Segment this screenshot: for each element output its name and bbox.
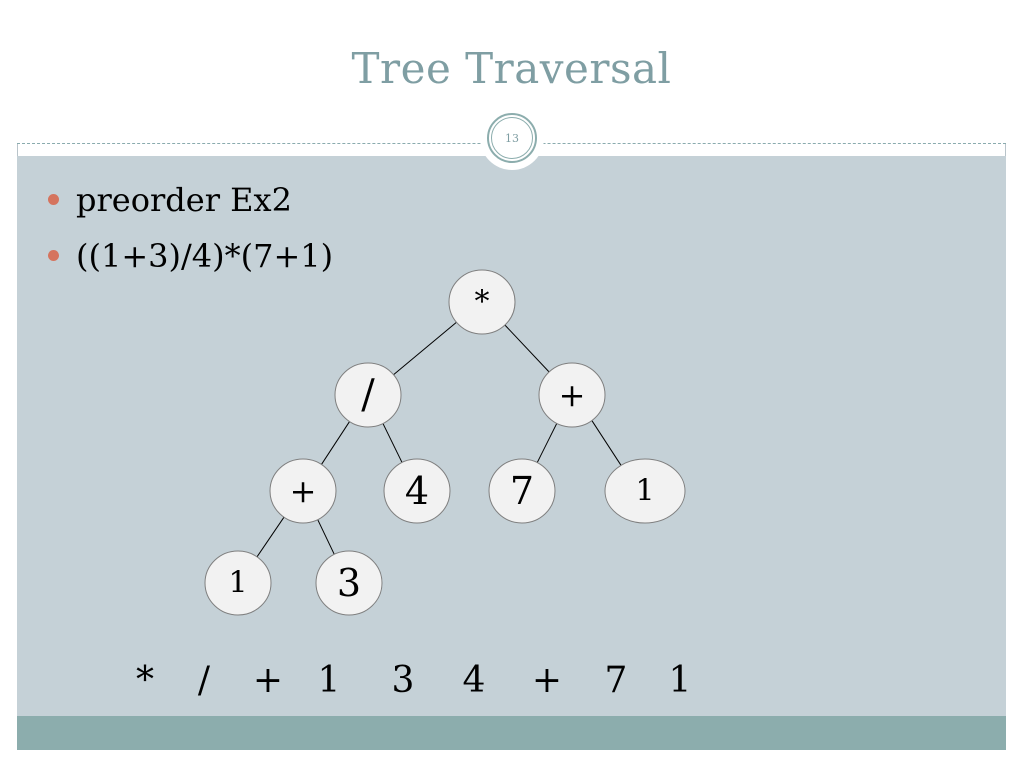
tree-node-label: + [290, 472, 317, 510]
tree-node-label: 4 [405, 469, 429, 513]
tree-node: 1 [204, 550, 272, 616]
tree-node-circle [334, 362, 402, 428]
tree-node: 1 [604, 458, 686, 524]
bullet-text: ((1+3)/4)*(7+1) [76, 237, 334, 275]
tree-node-label: * [475, 285, 490, 320]
sequence-item: 3 [391, 660, 415, 701]
tree-node-circle [488, 458, 556, 524]
tree-node-label: 1 [635, 474, 654, 509]
tree-node-circle [269, 458, 337, 524]
tree-node-circle [383, 458, 451, 524]
tree-node-circle [204, 550, 272, 616]
tree-node: / [334, 362, 402, 428]
tree-node-label: 3 [337, 561, 361, 605]
tree-node-label: / [361, 372, 375, 418]
tree-node: 4 [383, 458, 451, 524]
sequence-item: / [197, 660, 211, 701]
sequence-item: + [531, 660, 563, 701]
footer-band [17, 716, 1006, 750]
tree-edge [391, 320, 459, 377]
sequence-item: * [136, 660, 154, 701]
tree-edge [503, 323, 551, 374]
tree-node: 3 [315, 550, 383, 616]
tree-node-label: 7 [510, 469, 534, 513]
bullet-dot-icon [48, 194, 59, 205]
tree-edge [381, 421, 404, 465]
tree-node-circle [604, 458, 686, 524]
tree-edge [590, 418, 623, 468]
sequence-item: 7 [604, 660, 628, 701]
tree-edges [255, 320, 623, 559]
body-area [17, 156, 1006, 716]
tree-node-circle [538, 362, 606, 428]
sequence-item: 1 [317, 660, 341, 701]
bullet-list: preorder Ex2 ((1+3)/4)*(7+1) [46, 178, 333, 290]
tree-node: * [448, 269, 516, 335]
tree-node: + [538, 362, 606, 428]
slide-title: Tree Traversal [351, 44, 672, 93]
tree-node: 7 [488, 458, 556, 524]
bullet-item: ((1+3)/4)*(7+1) [46, 234, 333, 290]
bullet-dot-icon [48, 250, 59, 261]
tree-nodes: * / + +4 7 1 1 3 [204, 269, 686, 616]
tree-edge [255, 515, 286, 559]
tree-node: + [269, 458, 337, 524]
sequence-item: 4 [462, 660, 486, 701]
tree-edge [316, 517, 336, 557]
page-number: 13 [491, 117, 533, 159]
tree-edge [320, 419, 351, 467]
tree-node-circle [448, 269, 516, 335]
tree-node-circle [315, 550, 383, 616]
tree-node-label: + [559, 376, 586, 414]
tree-edge [536, 421, 558, 465]
bullet-item: preorder Ex2 [46, 178, 333, 234]
tree-node-label: 1 [228, 566, 247, 601]
sequence-item: + [252, 660, 284, 701]
bullet-text: preorder Ex2 [76, 181, 292, 219]
sequence-item: 1 [668, 660, 692, 701]
